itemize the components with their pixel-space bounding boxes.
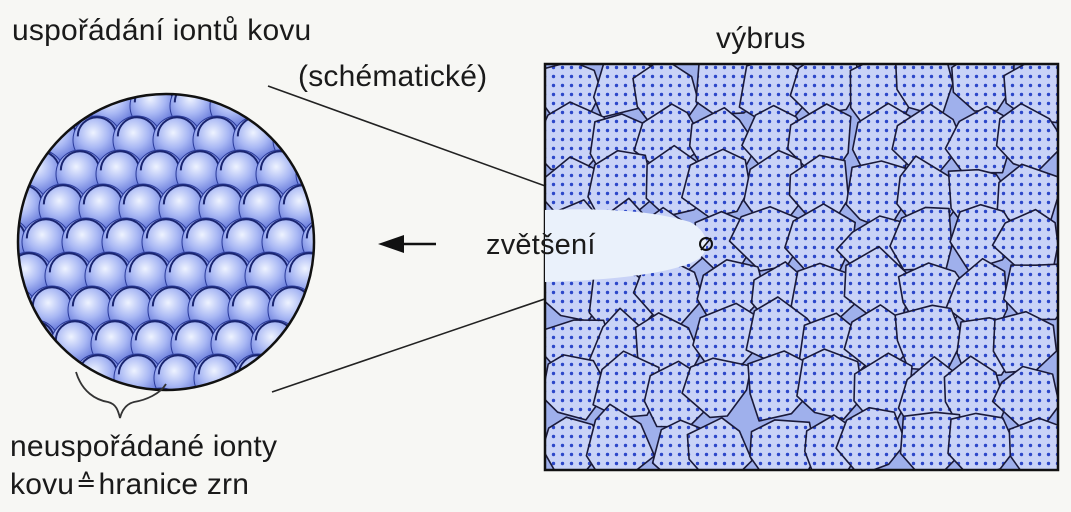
- ion-arrangement-circle: [0, 48, 350, 436]
- label-boundaries: hranice zrn: [98, 468, 249, 501]
- label-grain-boundary: kovu≙hranice zrn: [10, 468, 249, 504]
- ion-sphere: [11, 320, 59, 368]
- ion-sphere: [147, 48, 195, 96]
- ion-sphere: [234, 354, 282, 402]
- title-micrograph: výbrus: [716, 22, 806, 56]
- title-ion-arrangement: uspořádání iontů kovu: [12, 14, 311, 48]
- label-disordered-ions: neuspořádané ionty: [10, 430, 277, 464]
- title-schematic: (schématické): [298, 60, 487, 94]
- label-magnification: zvětšení: [486, 228, 596, 262]
- corresponds-symbol: ≙: [76, 470, 96, 497]
- arrow-left-icon: [378, 235, 436, 253]
- ion-sphere: [137, 388, 185, 436]
- label-metal: kovu: [10, 468, 74, 501]
- ion-sphere: [194, 354, 242, 402]
- ion-sphere: [251, 320, 299, 368]
